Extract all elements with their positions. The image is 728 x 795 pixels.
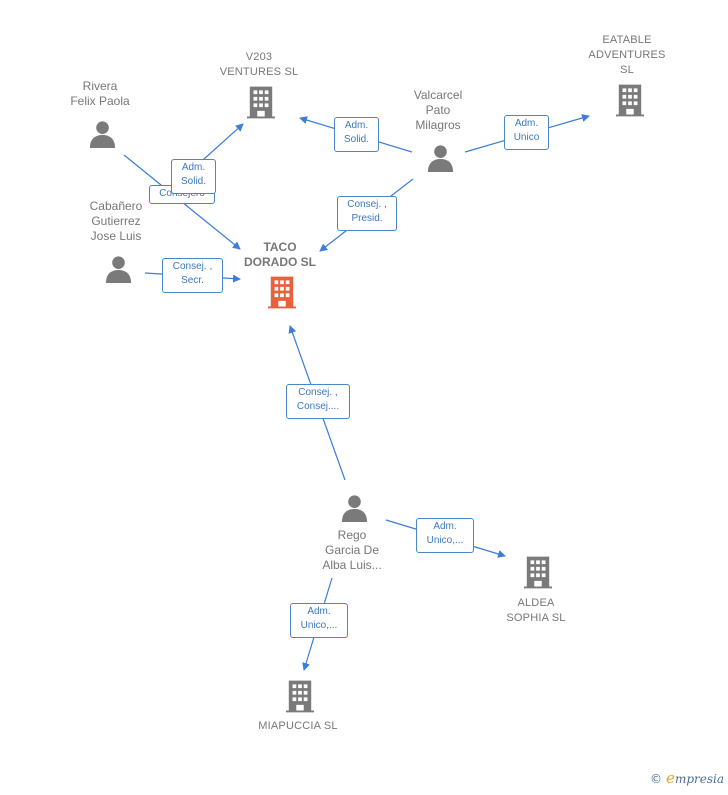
edge-label-valcarcel-eatable: Adm. Unico [504,115,549,150]
person-icon-rego[interactable] [341,495,368,522]
node-label-rivera[interactable]: Rivera Felix Paola [70,79,130,108]
brand-footer: ©empresia [650,769,724,787]
edge-label-valcarcel-taco: Consej. , Presid. [337,196,397,231]
node-label-aldea[interactable]: ALDEA SOPHIA SL [506,597,566,624]
building-icon-eatable[interactable] [616,84,644,117]
person-icon-rivera[interactable] [89,121,116,148]
person-icon-valcarcel[interactable] [427,145,454,172]
building-icon-miapuccia[interactable] [286,680,314,713]
copyright-icon: © [650,772,663,786]
building-icon-aldea[interactable] [524,556,552,589]
node-label-valcarcel[interactable]: Valcarcel Pato Milagros [413,88,463,132]
node-label-taco[interactable]: TACO DORADO SL [244,240,316,269]
edge-label-rego-aldea: Adm. Unico,... [416,518,474,553]
edge-label-rego-miapuccia: Adm. Unico,... [290,603,348,638]
building-icon-v203[interactable] [247,86,275,119]
brand-logo-initial: e [666,769,675,787]
edge-label-valcarcel-v203: Adm. Solid. [334,117,379,152]
edge-label-cabanero-taco: Consej. , Secr. [162,258,223,293]
node-label-v203[interactable]: V203 VENTURES SL [219,51,299,78]
edge-label-rego-taco: Consej. , Consej.... [286,384,350,419]
person-icon-cabanero[interactable] [105,256,132,283]
node-label-cabanero[interactable]: Cabañero Gutierrez Jose Luis [89,199,143,243]
edge-label-rivera-v203: Adm. Solid. [171,159,216,194]
node-label-miapuccia[interactable]: MIAPUCCIA SL [258,720,338,732]
building-icon-taco[interactable] [268,276,296,309]
node-label-eatable[interactable]: EATABLE ADVENTURES SL [588,34,666,76]
node-label-rego[interactable]: Rego Garcia De Alba Luis... [322,528,382,572]
brand-logo-text: mpresia [674,772,724,786]
